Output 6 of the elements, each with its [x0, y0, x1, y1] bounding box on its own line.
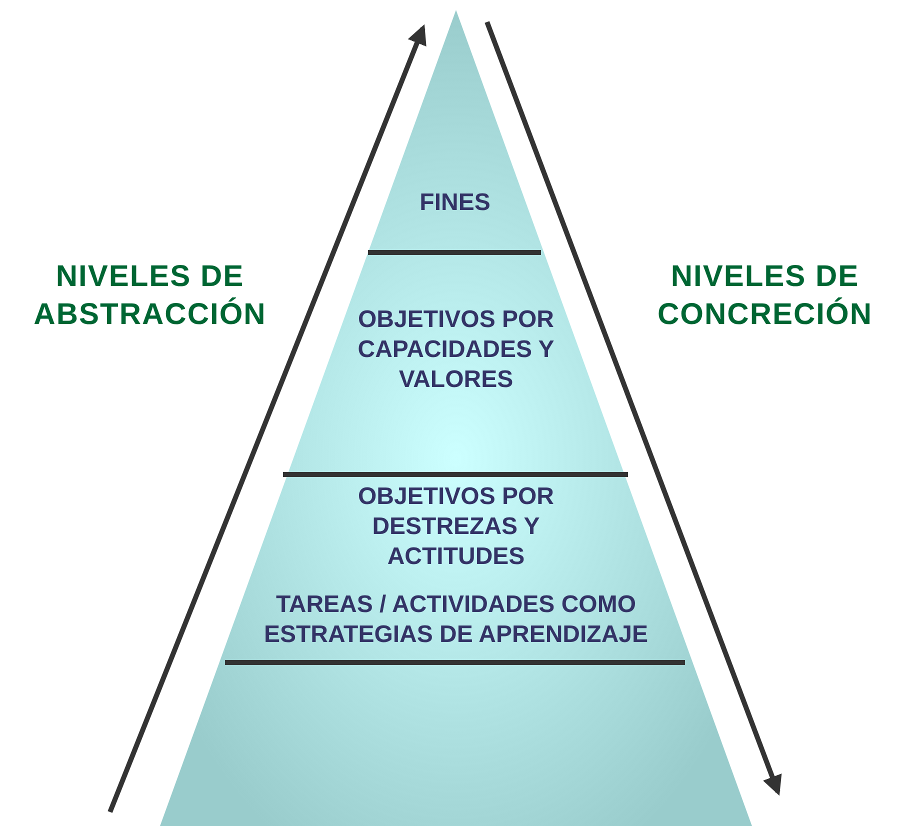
- side-heading: NIVELES DE ABSTRACCIÓN: [32, 259, 268, 333]
- level-label: TAREAS / ACTIVIDADES COMO ESTRATEGIAS DE APRENDIZAJE: [196, 590, 716, 650]
- level-label: OBJETIVOS POR DESTREZAS Y ACTITUDES: [306, 482, 606, 572]
- side-heading: NIVELES DE CONCRECIÓN: [656, 259, 874, 333]
- level-label: OBJETIVOS POR CAPACIDADES Y VALORES: [326, 305, 586, 395]
- level-label: FINES: [340, 188, 570, 218]
